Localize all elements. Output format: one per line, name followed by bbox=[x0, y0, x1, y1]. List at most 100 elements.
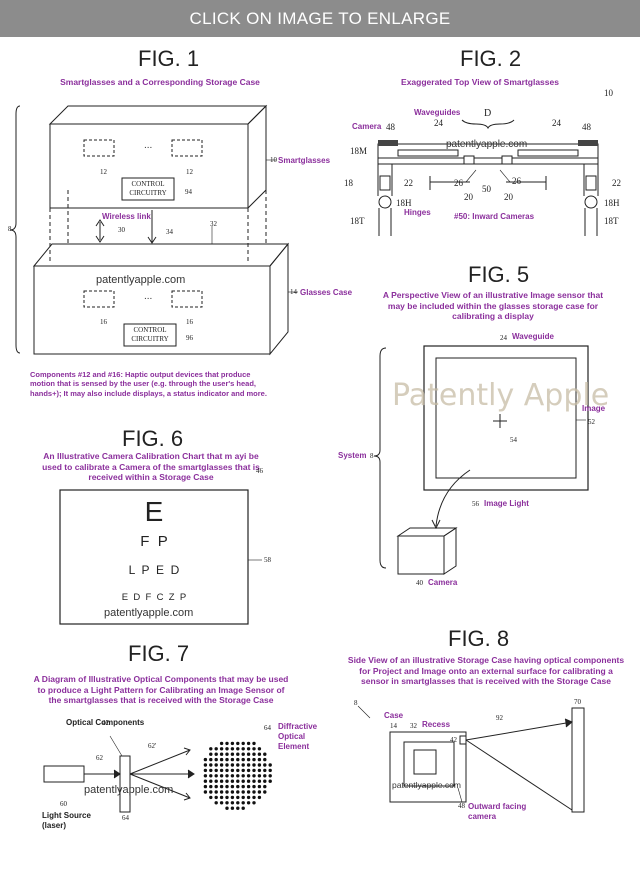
fig1-watermark: patentlyapple.com bbox=[96, 274, 186, 286]
diffraction-dot bbox=[241, 795, 245, 800]
fig7-optical-label: Optical Components bbox=[66, 718, 145, 727]
diffraction-dot bbox=[219, 790, 224, 794]
diffraction-dot bbox=[219, 779, 224, 783]
diffraction-dot bbox=[214, 774, 218, 778]
diffraction-dot bbox=[225, 768, 229, 773]
diffraction-dot bbox=[225, 779, 229, 783]
fig5-waveguide-label: Waveguide bbox=[512, 332, 554, 341]
fig1-ellipsis-top: ... bbox=[144, 140, 153, 151]
diffraction-dot bbox=[236, 752, 240, 756]
diffraction-dot bbox=[219, 795, 224, 800]
diffraction-dot bbox=[246, 779, 251, 783]
fig8-title: FIG. 8 bbox=[448, 626, 510, 651]
fig2-num-18H-a: 18H bbox=[396, 198, 412, 208]
diffraction-dot bbox=[214, 757, 218, 762]
fig2-num-18T-a: 18T bbox=[350, 216, 365, 226]
diffraction-dot bbox=[214, 752, 218, 756]
diffraction-dot bbox=[230, 757, 235, 762]
diffraction-dot bbox=[252, 757, 256, 762]
diffraction-dot bbox=[241, 779, 245, 783]
fig1-num-14: 14 bbox=[290, 288, 297, 296]
diffraction-dot bbox=[236, 806, 240, 810]
diffraction-dot bbox=[263, 763, 267, 767]
diffraction-dot bbox=[214, 779, 218, 783]
diffraction-dot bbox=[252, 790, 256, 794]
fig7-num-64b: 64 bbox=[122, 814, 129, 822]
diffraction-dot bbox=[230, 790, 235, 794]
diffraction-dot bbox=[252, 795, 256, 800]
fig1-num-94: 94 bbox=[185, 188, 192, 196]
diffraction-dot bbox=[225, 806, 229, 810]
fig2-waveguides-label: Waveguides bbox=[414, 108, 461, 117]
diffraction-dot bbox=[246, 763, 251, 767]
fig8-num-48: 48 bbox=[458, 802, 465, 810]
fig2-num-20a: 20 bbox=[464, 192, 473, 202]
fig1-title: FIG. 1 bbox=[138, 46, 200, 71]
diffraction-dot bbox=[241, 752, 245, 756]
diffraction-dot bbox=[246, 747, 251, 751]
fig2-num-18H-b: 18H bbox=[604, 198, 620, 208]
diffraction-dot bbox=[257, 779, 262, 783]
fig2-num-22b: 22 bbox=[612, 178, 621, 188]
fig8-num-14: 14 bbox=[390, 722, 397, 730]
fig1-control-circuitry-2: CONTROL CIRCUITRY bbox=[131, 326, 169, 343]
fig2-camera-label: Camera bbox=[352, 122, 382, 131]
fig1-num-12b: 12 bbox=[186, 168, 193, 176]
fig5-caption: A Perspective View of an illustrative Im… bbox=[382, 290, 604, 322]
diffraction-dot bbox=[225, 747, 229, 751]
diffraction-dot bbox=[230, 779, 235, 783]
fig8-recess-label: Recess bbox=[422, 720, 451, 729]
diffraction-dot bbox=[252, 774, 256, 778]
diffraction-dot bbox=[263, 784, 267, 789]
diffraction-dot bbox=[203, 784, 208, 789]
fig5-camera-label: Camera bbox=[428, 578, 458, 587]
fig5-num-54: 54 bbox=[510, 436, 517, 444]
diffraction-dot bbox=[252, 763, 256, 767]
diffraction-dot bbox=[252, 747, 256, 751]
diffraction-dot bbox=[230, 795, 235, 800]
diffraction-dot bbox=[214, 795, 218, 800]
diffraction-dot bbox=[203, 774, 208, 778]
diffraction-dot bbox=[252, 779, 256, 783]
diffraction-dot bbox=[209, 763, 213, 767]
enlarge-banner[interactable]: CLICK ON IMAGE TO ENLARGE bbox=[0, 0, 640, 37]
fig1-note: Components #12 and #16: Haptic output de… bbox=[30, 370, 267, 398]
fig2-num-24b: 24 bbox=[552, 118, 561, 128]
fig2-num-18T-b: 18T bbox=[604, 216, 619, 226]
diffraction-dot bbox=[225, 763, 229, 767]
diffraction-dot bbox=[219, 747, 224, 751]
diffraction-dot bbox=[236, 747, 240, 751]
fig6-row-2: F P bbox=[140, 533, 168, 550]
fig1-caption: Smartglasses and a Corresponding Storage… bbox=[60, 77, 260, 87]
fig7-num-62: 62 bbox=[96, 754, 103, 762]
fig8-case-label: Case bbox=[384, 711, 404, 720]
fig2-hinges-label: Hinges bbox=[404, 208, 431, 217]
diffraction-dot bbox=[236, 763, 240, 767]
diffraction-dot bbox=[225, 757, 229, 762]
diffraction-dot bbox=[236, 784, 240, 789]
fig1-smartglasses-label: Smartglasses bbox=[278, 156, 331, 165]
diffraction-dot bbox=[209, 752, 213, 756]
fig5-num-52: 52 bbox=[588, 418, 595, 426]
diffraction-dot bbox=[257, 795, 262, 800]
diffraction-dot bbox=[252, 768, 256, 773]
diffraction-dot bbox=[230, 774, 235, 778]
diffraction-dot bbox=[236, 801, 240, 805]
diffraction-dot bbox=[230, 747, 235, 751]
fig6-row-4: E D F C Z P bbox=[121, 592, 187, 603]
diffraction-dot bbox=[214, 790, 218, 794]
fig5-title: FIG. 5 bbox=[468, 262, 530, 287]
fig6-watermark: patentlyapple.com bbox=[104, 607, 194, 619]
diffraction-dot bbox=[252, 784, 256, 789]
fig7-diffractive-label: Diffractive Optical Element bbox=[278, 722, 318, 751]
diffraction-dot bbox=[230, 763, 235, 767]
diffraction-dot bbox=[225, 774, 229, 778]
diffraction-dot bbox=[230, 784, 235, 789]
diffraction-dot bbox=[263, 752, 267, 756]
diffraction-dot bbox=[268, 779, 272, 783]
diffraction-dot bbox=[257, 790, 262, 794]
diffraction-dot bbox=[219, 801, 224, 805]
